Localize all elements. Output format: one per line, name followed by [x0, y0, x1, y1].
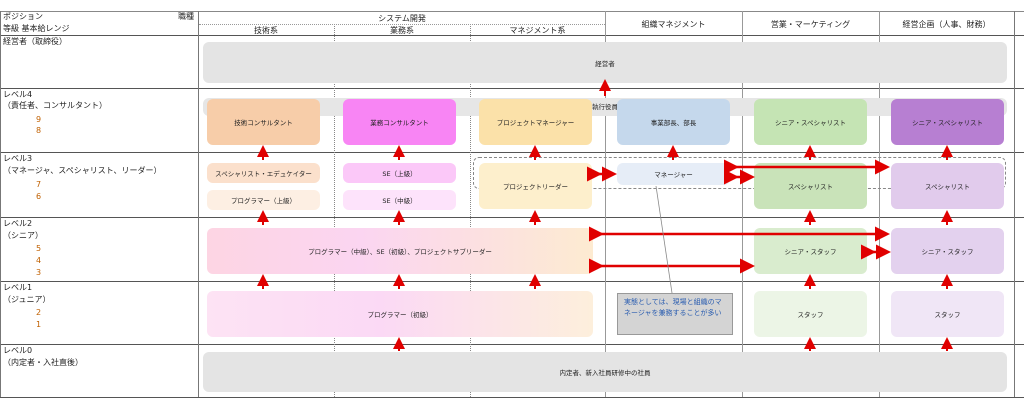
- row-l3-grade: 6: [36, 192, 42, 201]
- grade-label: 等級 基本給レンジ: [3, 24, 70, 33]
- callout-note: 実態としては、現場と組織のマネージャを兼務することが多い: [617, 293, 733, 335]
- l1-box-staff-planning: スタッフ: [891, 291, 1004, 337]
- row-l2-grade: 3: [36, 268, 42, 277]
- l1-box-programmer-junior: プログラマー（初級）: [207, 291, 593, 337]
- col-sales: 営業・マーケティング: [770, 20, 851, 29]
- l3-box-se-senior: SE（上級）: [343, 163, 456, 183]
- row-l1-grade: 2: [36, 308, 42, 317]
- row-l3-title: レベル3: [3, 154, 33, 163]
- row-exec-title: 経営者（取締役）: [3, 37, 67, 46]
- l3-box-programmer-senior: プログラマー（上級）: [207, 190, 320, 210]
- row-l2-grade: 5: [36, 244, 42, 253]
- row-l4-title: レベル4: [3, 90, 33, 99]
- position-label: ポジション: [3, 12, 43, 21]
- row-l0-title: レベル0: [3, 346, 33, 355]
- col-business: 業務系: [390, 26, 414, 35]
- l4-box-business: 業務コンサルタント: [343, 99, 456, 145]
- col-tech: 技術系: [254, 26, 278, 35]
- exec-band: 経営者: [203, 42, 1007, 83]
- col-planning: 経営企画（人事、財務）: [902, 20, 991, 29]
- row-l1-sub: （ジュニア）: [3, 295, 51, 304]
- l1-box-staff-sales: スタッフ: [754, 291, 867, 337]
- l4-box-pm: プロジェクトマネージャー: [479, 99, 592, 145]
- row-l1-title: レベル1: [3, 283, 33, 292]
- l3-dashed-group: [473, 157, 1006, 189]
- col-management: マネジメント系: [509, 26, 566, 35]
- l3-box-specialist-planning: スペシャリスト: [891, 163, 1004, 209]
- row-l4-grade: 9: [36, 115, 42, 124]
- l4-box-org: 事業部長、部長: [617, 99, 730, 145]
- l4-box-planning: シニア・スペシャリスト: [891, 99, 1004, 145]
- row-l2-title: レベル2: [3, 219, 33, 228]
- l0-band: 内定者、新入社員研修中の社員: [203, 352, 1007, 392]
- row-l3-sub: （マネージャ、スペシャリスト、リーダー）: [3, 166, 162, 175]
- l2-box-programmer-mid: プログラマー（中級）、SE（初級）、プロジェクトサブリーダー: [207, 228, 593, 274]
- row-l3-grade: 7: [36, 180, 42, 189]
- l4-box-sales: シニア・スペシャリスト: [754, 99, 867, 145]
- l3-box-project-leader: プロジェクトリーダー: [479, 163, 592, 209]
- l3-box-se-mid: SE（中級）: [343, 190, 456, 210]
- row-l0-sub: （内定者・入社直後）: [3, 358, 83, 367]
- group-system-dev: システム開発: [378, 14, 426, 23]
- row-l2-sub: （シニア）: [3, 231, 43, 240]
- l2-box-senior-staff-planning: シニア・スタッフ: [891, 228, 1004, 274]
- job-label: 職種: [178, 12, 194, 21]
- row-l4-grade: 8: [36, 126, 42, 135]
- row-l4-sub: （責任者、コンサルタント）: [3, 101, 107, 110]
- l4-box-tech: 技術コンサルタント: [207, 99, 320, 145]
- l3-box-specialist-educator: スペシャリスト・エデュケイター: [207, 163, 320, 183]
- col-org-management: 組織マネジメント: [641, 20, 706, 29]
- row-l2-grade: 4: [36, 256, 42, 265]
- row-l1-grade: 1: [36, 320, 42, 329]
- l3-box-manager: マネージャー: [617, 163, 730, 185]
